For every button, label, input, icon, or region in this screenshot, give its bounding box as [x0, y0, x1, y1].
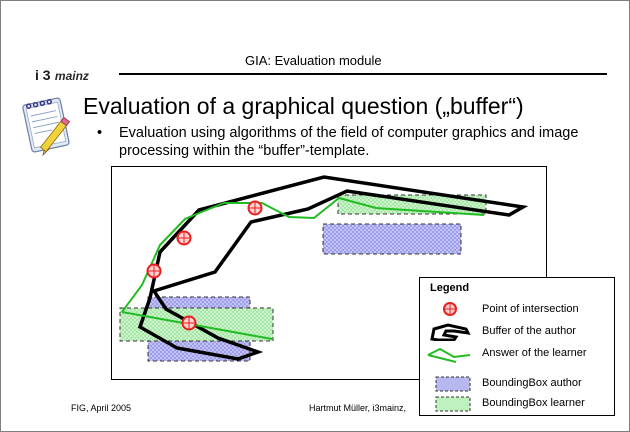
intersection-marker	[176, 230, 192, 246]
buffer-polygon-icon	[430, 323, 471, 341]
logo-word: mainz	[54, 69, 89, 83]
legend-item-buffer: Buffer of the author	[420, 323, 614, 341]
legend-label: Point of intersection	[482, 303, 579, 315]
intersection-circle-icon	[443, 302, 457, 316]
footer-author: Hartmut Müller, i3mainz,	[309, 403, 407, 413]
logo-number: i 3	[35, 67, 51, 83]
header-rule	[119, 73, 607, 75]
legend-title: Legend	[430, 282, 470, 294]
legend-item-intersection: Point of intersection	[420, 301, 614, 319]
bbox-author-1	[322, 223, 462, 255]
legend-label: Buffer of the author	[482, 325, 576, 337]
intersection-marker	[247, 200, 263, 216]
slide-title: Evaluation of a graphical question („buf…	[83, 93, 524, 119]
i3mainz-logo: i 3 mainz	[35, 67, 89, 83]
bbox-author-swatch-icon	[435, 376, 471, 392]
intersection-marker	[146, 263, 162, 279]
author-buffer-polygon	[137, 175, 529, 361]
legend-item-bbox-learner: BoundingBox learner	[420, 395, 614, 413]
bbox-learner-swatch-icon	[435, 396, 471, 412]
notepad-pencil-icon	[22, 97, 71, 157]
intersection-marker	[181, 315, 197, 331]
bbox-learner-1	[337, 194, 487, 215]
legend-box-extension: BoundingBox author BoundingBox learner	[419, 373, 615, 416]
legend-item-answer: Answer of the learner	[420, 345, 614, 363]
footer-date: FIG, April 2005	[71, 403, 132, 413]
answer-line-icon	[427, 347, 471, 363]
bullet-item: • Evaluation using algorithms of the fie…	[97, 124, 597, 160]
learner-answer-line-2	[121, 311, 273, 340]
legend-item-bbox-author: BoundingBox author	[420, 375, 614, 393]
legend-label: BoundingBox learner	[482, 397, 585, 409]
buffer-diagram-canvas	[119, 175, 529, 362]
legend-label: BoundingBox author	[482, 377, 582, 389]
learner-answer-line	[121, 196, 485, 313]
header-title: GIA: Evaluation module	[245, 53, 382, 68]
bullet-dot: •	[97, 125, 103, 141]
legend-label: Answer of the learner	[482, 347, 587, 359]
bullet-text: Evaluation using algorithms of the field…	[119, 125, 579, 159]
legend-box: Legend Point of intersection Buffer of t…	[419, 277, 615, 375]
